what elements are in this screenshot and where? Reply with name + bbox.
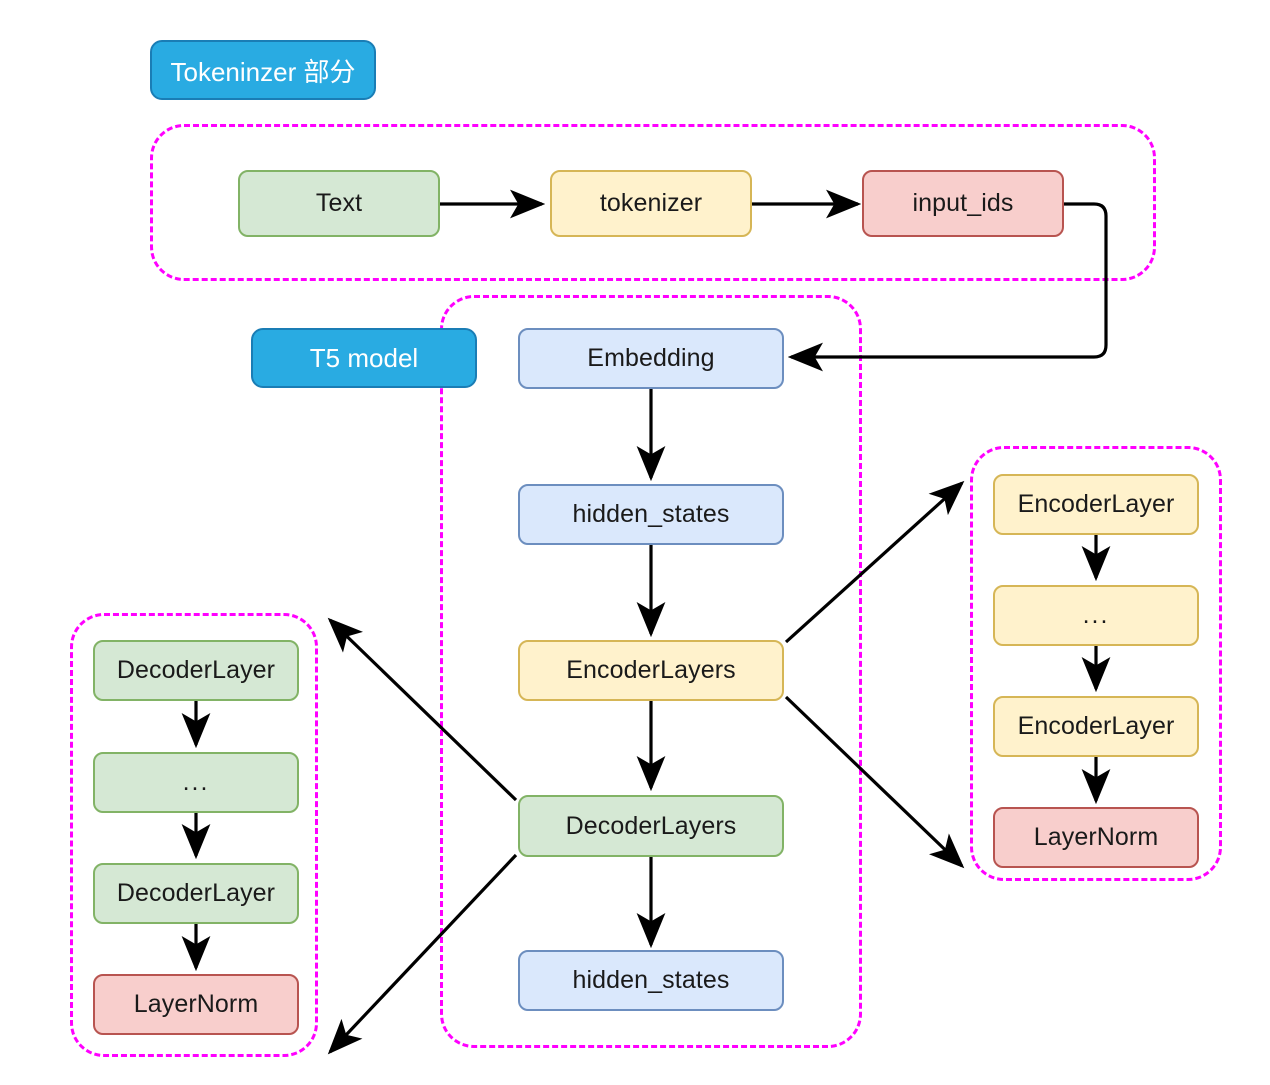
node-encoder-layernorm[interactable]: LayerNorm <box>993 807 1199 868</box>
node-decoder-layer-ellipsis[interactable]: ... <box>93 752 299 813</box>
encoder-stack-group <box>970 446 1222 881</box>
tokenizer-group <box>150 124 1156 281</box>
node-decoder-layer-first[interactable]: DecoderLayer <box>93 640 299 701</box>
node-decoder-layernorm[interactable]: LayerNorm <box>93 974 299 1035</box>
node-decoder-layers[interactable]: DecoderLayers <box>518 795 784 857</box>
node-embedding[interactable]: Embedding <box>518 328 784 389</box>
badge-tokenizer-section[interactable]: Tokeninzer 部分 <box>150 40 376 100</box>
node-encoder-layer-last[interactable]: EncoderLayer <box>993 696 1199 757</box>
node-hidden-states-1[interactable]: hidden_states <box>518 484 784 545</box>
node-decoder-layer-last[interactable]: DecoderLayer <box>93 863 299 924</box>
decoder-stack-group <box>70 613 318 1057</box>
node-hidden-states-2[interactable]: hidden_states <box>518 950 784 1011</box>
node-encoder-layer-ellipsis[interactable]: ... <box>993 585 1199 646</box>
node-input-ids[interactable]: input_ids <box>862 170 1064 237</box>
node-tokenizer[interactable]: tokenizer <box>550 170 752 237</box>
node-text[interactable]: Text <box>238 170 440 237</box>
node-encoder-layer-first[interactable]: EncoderLayer <box>993 474 1199 535</box>
node-encoder-layers[interactable]: EncoderLayers <box>518 640 784 701</box>
badge-t5-model[interactable]: T5 model <box>251 328 477 388</box>
